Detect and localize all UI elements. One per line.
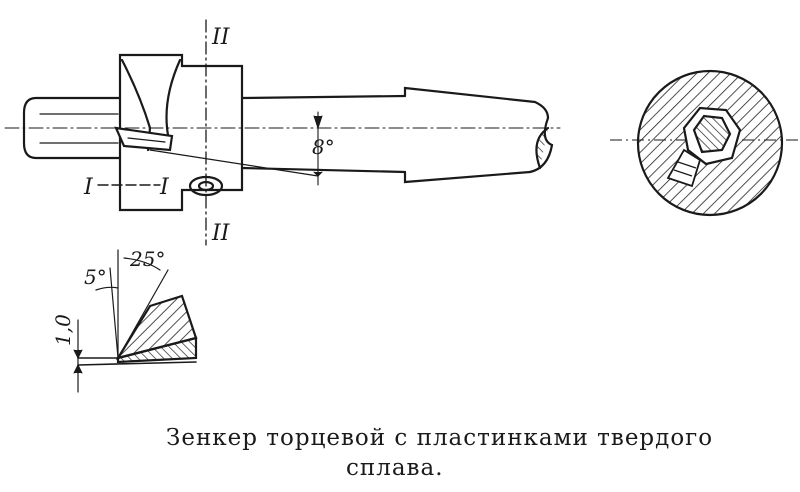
- flute: [120, 58, 182, 152]
- label-section-left: I: [83, 175, 94, 200]
- label-angle-front: 5°: [84, 265, 107, 289]
- engineering-drawing: II II I I 8° 5° 25° 1,0: [4, 19, 798, 393]
- label-edge-height: 1,0: [51, 314, 75, 346]
- body-profile: [116, 336, 198, 364]
- taper-shank: [403, 86, 550, 184]
- label-section-top: II: [211, 25, 231, 50]
- bore-core: [692, 114, 732, 154]
- caption-line-1: Зенкер торцевой с пластинками твердого: [166, 425, 714, 451]
- edge-detail: [73, 249, 198, 393]
- carbide-insert: [114, 126, 174, 152]
- label-section-bottom: II: [211, 221, 231, 246]
- shank-break: [535, 126, 550, 170]
- pilot: [22, 96, 122, 160]
- label-section-right: I: [159, 175, 170, 200]
- cross-section: [610, 69, 798, 217]
- side-view: [4, 19, 561, 246]
- head-body: [118, 53, 244, 212]
- label-angle-taper: 8°: [312, 135, 335, 159]
- neck: [240, 94, 407, 174]
- caption-line-2: сплава.: [346, 455, 444, 481]
- insert-slot: [666, 148, 702, 188]
- label-angle-back: 25°: [129, 247, 165, 271]
